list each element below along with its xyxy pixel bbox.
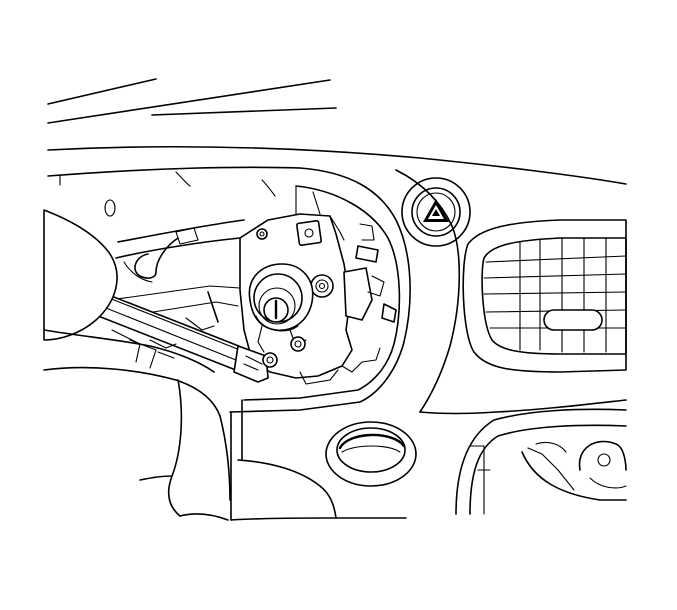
- instrument-panel-opening: [229, 167, 411, 521]
- windshield-lines: [47, 78, 337, 124]
- dashboard-top-edge: [47, 145, 627, 217]
- hazard-switch-icon: [401, 177, 471, 247]
- lower-panel-line: [230, 459, 407, 521]
- wiring-harness: [109, 219, 245, 331]
- air-vent-grille: [462, 219, 627, 373]
- dash-right-contour: [395, 169, 627, 415]
- removal-tool: [87, 289, 278, 383]
- lower-console-cutout: [455, 408, 627, 515]
- steering-column-shroud: [43, 209, 231, 521]
- round-knob: [325, 421, 417, 487]
- ignition-lock-cylinder: [248, 263, 314, 353]
